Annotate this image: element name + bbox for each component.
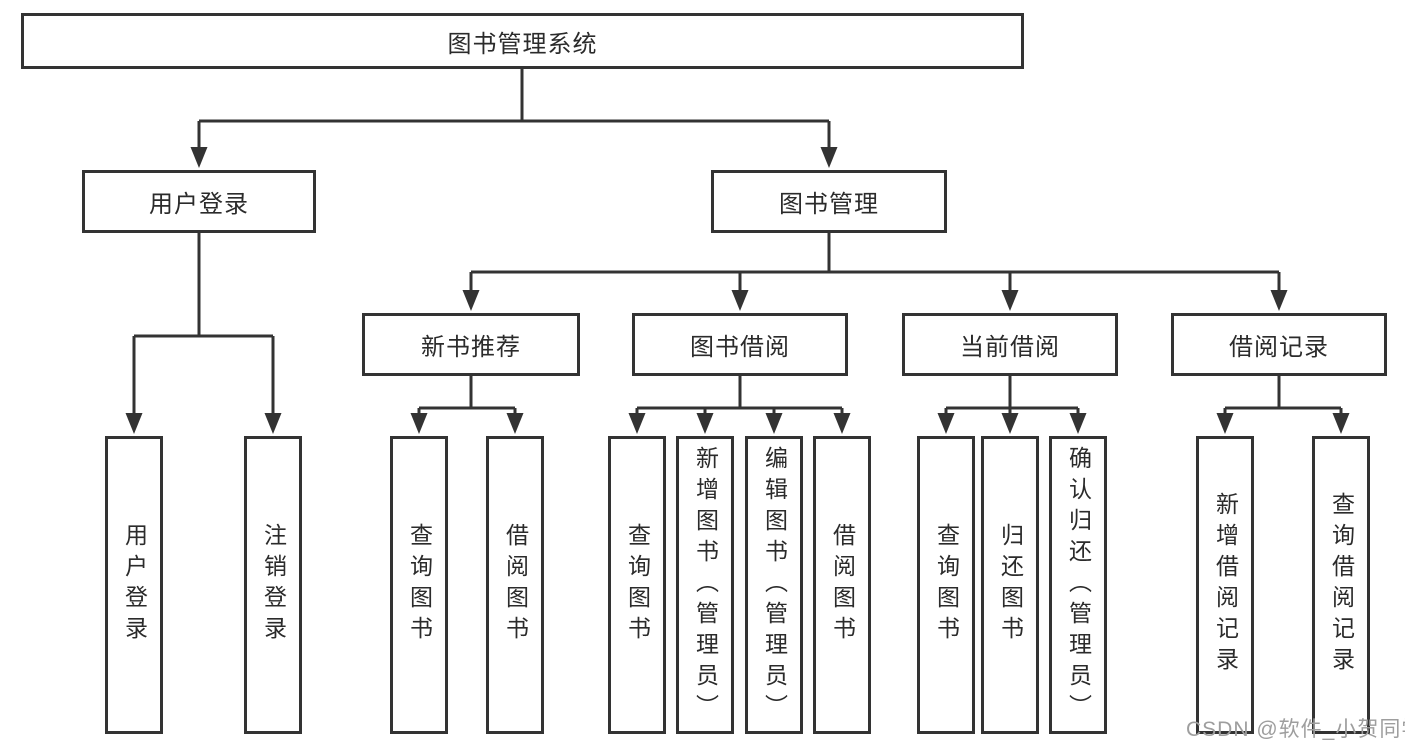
leaf-borrow-books-2: 借阅图书: [813, 436, 871, 734]
leaf-query-books-3: 查询图书: [917, 436, 975, 734]
leaf-return-books: 归还图书: [981, 436, 1039, 734]
node-root-system: 图书管理系统: [21, 13, 1024, 69]
csdn-watermark: CSDN @软件_小贺同学: [1186, 718, 1405, 741]
leaf-edit-books-admin: 编辑图书（管理员）: [745, 436, 803, 734]
leaf-logout: 注销登录: [244, 436, 302, 734]
node-book-management-module: 图书管理: [711, 170, 947, 233]
leaf-query-books-1: 查询图书: [390, 436, 448, 734]
leaf-confirm-return-admin: 确认归还（管理员）: [1049, 436, 1107, 734]
leaf-borrow-books-1: 借阅图书: [486, 436, 544, 734]
leaf-add-books-admin: 新增图书（管理员）: [676, 436, 734, 734]
node-book-borrow: 图书借阅: [632, 313, 848, 376]
node-current-borrow: 当前借阅: [902, 313, 1118, 376]
leaf-query-borrow-record: 查询借阅记录: [1312, 436, 1370, 734]
leaf-user-login: 用户登录: [105, 436, 163, 734]
node-new-book-recommend: 新书推荐: [362, 313, 580, 376]
leaf-add-borrow-record: 新增借阅记录: [1196, 436, 1254, 734]
node-user-login-module: 用户登录: [82, 170, 316, 233]
leaf-query-books-2: 查询图书: [608, 436, 666, 734]
node-borrow-records: 借阅记录: [1171, 313, 1387, 376]
